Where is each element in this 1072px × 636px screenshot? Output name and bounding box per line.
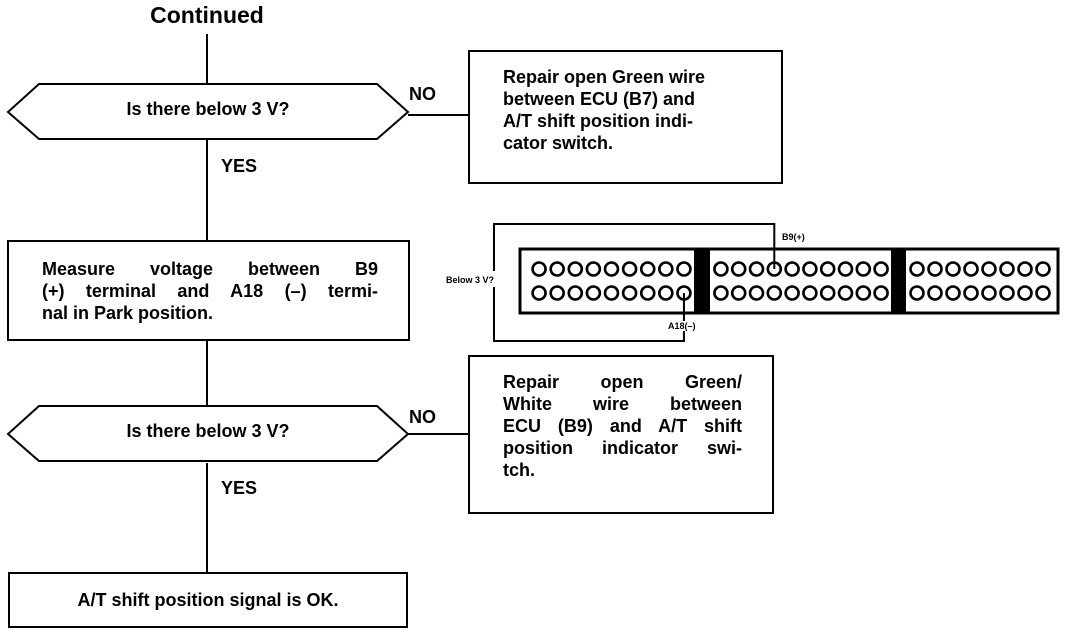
decision-1-no-line — [408, 114, 469, 116]
connector-pin — [784, 261, 800, 277]
connector-pin — [730, 285, 747, 301]
minus-probe-wire — [493, 287, 685, 342]
decision-1-no-label: NO — [409, 84, 436, 104]
connector-pin — [909, 285, 925, 301]
connector-pin — [1035, 261, 1051, 277]
minus-label-bg — [666, 321, 706, 331]
result-text: A/T shift position signal is OK. — [77, 590, 339, 610]
connector-pin — [621, 285, 638, 301]
decision-1-question: Is there below 3 V? — [126, 99, 290, 119]
connector-pin — [819, 261, 836, 277]
connector-pin — [567, 285, 584, 301]
connector-pin — [748, 261, 765, 277]
connector-pin — [945, 261, 961, 277]
connector-pin — [567, 261, 584, 277]
connector-pin — [855, 285, 872, 301]
repair-1-line: Repair open Green wire — [503, 67, 706, 87]
repair-2-line: Repair open Green/ — [503, 372, 742, 392]
connector-pin — [531, 261, 547, 277]
connector-pin — [748, 285, 765, 301]
connector-pin — [658, 285, 674, 301]
connector-pin — [927, 285, 943, 301]
repair-1-line: A/T shift position indi- — [503, 111, 693, 131]
connector-pin — [981, 261, 997, 277]
connector-pin — [802, 261, 818, 277]
connector-housing — [518, 247, 1060, 315]
connector-pin — [873, 285, 889, 301]
flow-line-measure-to-decision2 — [206, 340, 208, 406]
connector-pin — [766, 261, 783, 277]
connector-pin — [855, 261, 872, 277]
decision-2-question: Is there below 3 V? — [126, 421, 290, 441]
connector-pin — [549, 261, 565, 277]
page-title: Continued — [150, 2, 264, 28]
minus-terminal-label: A18(–) — [668, 321, 696, 331]
flow-line-title-to-decision1 — [206, 34, 208, 84]
decision-2-no-line — [408, 433, 469, 435]
connector-pin — [531, 285, 547, 301]
plus-terminal-label: B9(+) — [782, 232, 805, 242]
connector-pin — [766, 285, 783, 301]
connector-pin — [909, 261, 925, 277]
connector-pin — [927, 261, 943, 277]
connector-pin — [639, 285, 656, 301]
connector-pin — [837, 285, 854, 301]
repair-2-line: tch. — [503, 460, 536, 480]
connector-pin — [713, 285, 729, 301]
repair-1-line: cator switch. — [503, 133, 614, 153]
connector-pin — [999, 285, 1015, 301]
decision-2-yes-label: YES — [221, 478, 258, 498]
connector-pin — [621, 261, 638, 277]
connector-pin — [658, 261, 674, 277]
decision-2-no-label: NO — [409, 407, 436, 427]
plus-label-bg — [780, 232, 820, 242]
measure-box: Measure voltage between B9 (+) terminal … — [7, 240, 410, 341]
connector-pin — [837, 261, 854, 277]
decision-1-shape — [6, 83, 410, 140]
connector-pin — [585, 285, 602, 301]
repair-box-1: Repair open Green wire between ECU (B7) … — [468, 50, 783, 184]
decision-1-yes-label: YES — [221, 156, 258, 176]
connector-pin — [730, 261, 747, 277]
flow-line-decision2-to-result — [206, 463, 208, 573]
flow-line-decision1-to-measure — [206, 140, 208, 241]
repair-2-line: ECU (B9) and A/T shift — [503, 416, 742, 436]
repair-box-2: Repair open Green/ White wire between EC… — [468, 355, 774, 514]
connector-pin — [1017, 285, 1033, 301]
decision-2: Is there below 3 V? — [6, 404, 410, 464]
connector-pin — [603, 261, 620, 277]
repair-1-line: between ECU (B7) and — [503, 89, 696, 109]
connector-pin — [1035, 285, 1051, 301]
connector-pin — [873, 261, 889, 277]
connector-pin — [603, 285, 620, 301]
connector-pin — [713, 261, 729, 277]
connector-pin — [676, 285, 692, 301]
connector-pin — [676, 261, 692, 277]
meter-label: Below 3 V? — [446, 275, 494, 285]
connector-pin — [639, 261, 656, 277]
connector-pin — [963, 261, 979, 277]
measure-line: (+) terminal and A18 (–) termi- — [42, 281, 378, 301]
connector-pin — [819, 285, 836, 301]
result-box: A/T shift position signal is OK. — [8, 572, 408, 628]
connector-divider — [694, 249, 710, 313]
connector-pin — [1017, 261, 1033, 277]
connector-pin — [945, 285, 961, 301]
measure-line: Measure voltage between B9 — [42, 259, 378, 279]
repair-2-line: position indicator swi- — [503, 438, 742, 458]
connector-pin — [585, 261, 602, 277]
measure-line: nal in Park position. — [42, 303, 214, 323]
connector-pin — [981, 285, 997, 301]
connector-divider — [891, 249, 906, 313]
connector-pin — [802, 285, 818, 301]
connector-pin — [999, 261, 1015, 277]
connector-pin — [784, 285, 800, 301]
plus-probe-wire — [493, 223, 776, 271]
repair-2-line: White wire between — [503, 394, 742, 414]
connector-pin — [963, 285, 979, 301]
decision-1: Is there below 3 V? — [6, 82, 410, 142]
connector-pin — [549, 285, 565, 301]
